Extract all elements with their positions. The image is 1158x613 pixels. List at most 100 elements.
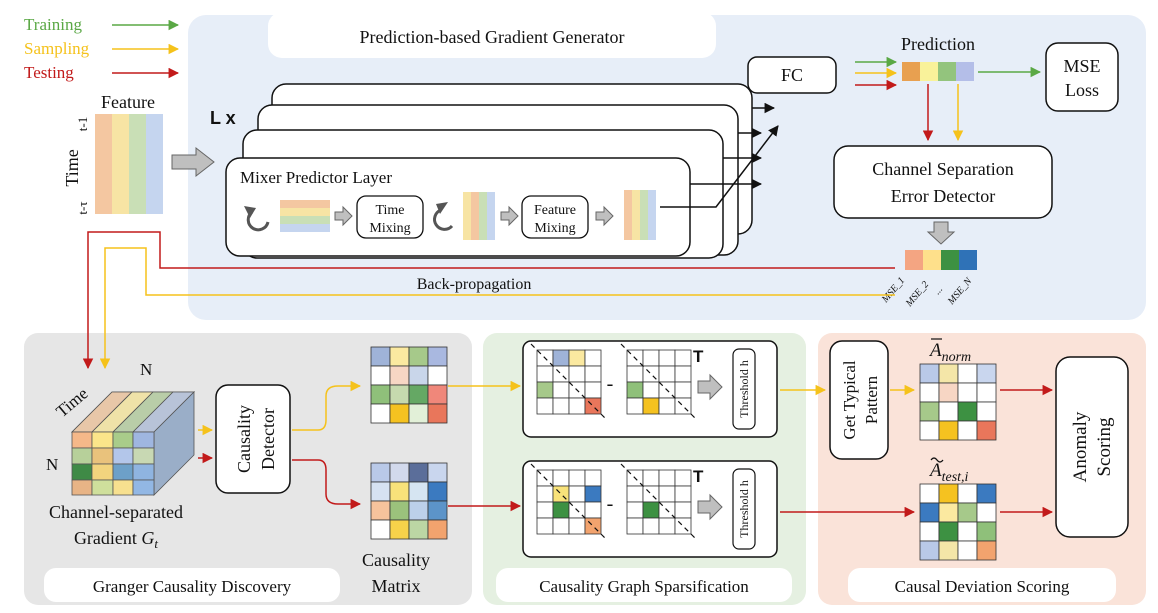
layer-count-label: L x <box>210 108 236 128</box>
matrix-cell <box>389 346 410 367</box>
matrix-cell <box>552 485 570 503</box>
matrix-cell <box>408 365 429 386</box>
matrix-cell <box>370 500 391 521</box>
mixer-layer-title: Mixer Predictor Layer <box>240 168 392 187</box>
matrix-cell <box>642 397 660 415</box>
causality-matrix-testing <box>370 462 448 540</box>
matrix-cell <box>427 346 448 367</box>
transposed-matrix <box>280 200 330 232</box>
matrix-cell <box>536 485 554 503</box>
sparsification-caption: Causality Graph Sparsification <box>539 577 749 596</box>
causality-detector-box <box>215 384 291 494</box>
causality-matrix-sampling <box>370 346 448 424</box>
mse-loss-line2: Loss <box>1065 80 1099 100</box>
sparse-matrix-testing-original <box>530 463 608 541</box>
matrix-cell <box>957 382 978 403</box>
matrix-cell <box>938 382 959 403</box>
a-norm-matrix <box>919 363 997 441</box>
matrix-cell <box>408 481 429 502</box>
matrix-cell <box>919 420 940 441</box>
matrix-cell <box>658 349 676 367</box>
matrix-cell <box>427 365 448 386</box>
a-test-matrix <box>919 483 997 561</box>
matrix-cell <box>568 365 586 383</box>
matrix-cell <box>957 540 978 561</box>
matrix-cell <box>552 469 570 487</box>
matrix-cell <box>536 517 554 535</box>
matrix-cell <box>389 384 410 405</box>
matrix-cell <box>938 540 959 561</box>
matrix-cell <box>389 365 410 386</box>
gradient-cube <box>71 391 195 496</box>
anomaly-scoring-box <box>1055 356 1129 538</box>
matrix-cell <box>642 365 660 383</box>
matrix-cell <box>938 483 959 504</box>
small-arrow-1 <box>334 205 353 227</box>
matrix-cell <box>626 381 644 399</box>
cube-n-left-label: N <box>46 455 58 474</box>
matrix-cell <box>389 519 410 540</box>
matrix-cell <box>642 381 660 399</box>
matrix-cell <box>389 462 410 483</box>
backprop-testing-line <box>82 231 895 370</box>
threshold-arrow-sampling <box>697 373 723 401</box>
mse-loss-box <box>1045 42 1119 112</box>
matrix-cell <box>674 501 692 519</box>
matrix-cell <box>584 485 602 503</box>
transpose-mark-testing: T <box>693 467 704 486</box>
cube-n-top-label: N <box>140 360 152 379</box>
sparsification-caption-box <box>496 568 792 602</box>
matrix-cell <box>584 469 602 487</box>
matrix-cell <box>584 501 602 519</box>
threshold-label-sampling: Threshold h <box>737 360 751 418</box>
mixed-matrix-1 <box>463 192 495 240</box>
top-panel-title-box <box>268 12 716 58</box>
matrix-cell <box>427 462 448 483</box>
matrix-cell <box>919 540 940 561</box>
matrix-cell <box>370 403 391 424</box>
matrix-cell <box>658 517 676 535</box>
granger-caption: Granger Causality Discovery <box>93 577 292 596</box>
matrix-cell <box>427 403 448 424</box>
matrix-cell <box>584 397 602 415</box>
time-mixing-line2: Mixing <box>369 221 410 236</box>
causality-detector-line1: Causality <box>234 405 254 473</box>
matrix-cell <box>658 485 676 503</box>
granger-caption-box <box>44 568 340 602</box>
t-minus-tau-label: t-τ <box>75 201 90 214</box>
matrix-cell <box>408 346 429 367</box>
matrix-cell <box>938 521 959 542</box>
matrix-cell <box>957 502 978 523</box>
causality-matrix-line1: Causality <box>362 550 430 570</box>
matrix-cell <box>957 363 978 384</box>
input-block-arrow <box>171 146 215 178</box>
matrix-cell <box>674 365 692 383</box>
matrix-cell <box>408 519 429 540</box>
matrix-cell <box>552 397 570 415</box>
matrix-cell <box>957 483 978 504</box>
matrix-cell <box>642 469 660 487</box>
matrix-cell <box>976 382 997 403</box>
matrix-cell <box>552 501 570 519</box>
matrix-cell <box>957 401 978 422</box>
matrix-cell <box>642 485 660 503</box>
matrix-cell <box>674 349 692 367</box>
channel-separation-detector-box <box>833 145 1053 219</box>
matrix-cell <box>642 349 660 367</box>
typical-pattern-box <box>829 340 889 460</box>
matrix-cell <box>536 365 554 383</box>
matrix-cell <box>626 397 644 415</box>
gradient-caption-line2: Gradient Gt <box>74 528 158 551</box>
matrix-cell <box>658 469 676 487</box>
matrix-cell <box>919 401 940 422</box>
threshold-box-sampling <box>732 348 756 430</box>
matrix-cell <box>976 363 997 384</box>
feature-matrix <box>95 114 163 214</box>
matrix-cell <box>536 501 554 519</box>
matrix-cell <box>658 397 676 415</box>
matrix-cell <box>976 401 997 422</box>
matrix-cell <box>568 349 586 367</box>
matrix-cell <box>370 462 391 483</box>
small-arrow-2 <box>500 205 519 227</box>
matrix-cell <box>976 502 997 523</box>
